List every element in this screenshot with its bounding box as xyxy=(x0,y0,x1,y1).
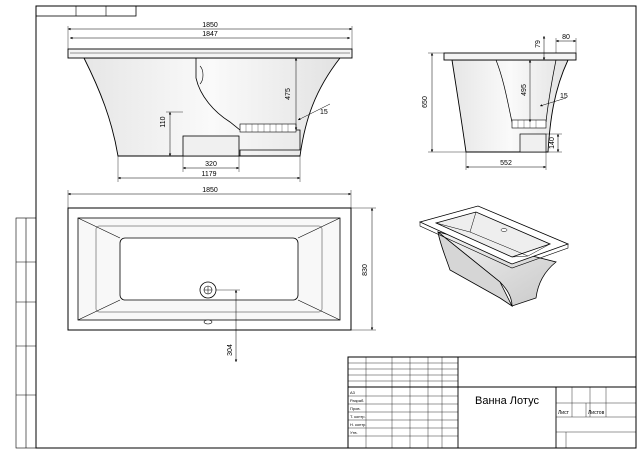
dim-side-angle-15: 15 xyxy=(560,93,568,100)
side-view-rim xyxy=(443,52,577,61)
title-block xyxy=(347,356,637,449)
dim-side-depth-495: 495 xyxy=(521,84,528,96)
dim-front-inner-width: 1847 xyxy=(202,31,218,38)
drawing-title: Ванна Лотус xyxy=(475,395,539,407)
title-row-approved: Утв. xyxy=(350,430,358,435)
title-row-developer: Разраб. xyxy=(350,398,364,403)
iso-body-front xyxy=(437,231,557,307)
dim-side-base-140: 140 xyxy=(549,137,556,149)
dim-side-rim-79: 79 xyxy=(535,40,542,48)
dim-front-height-475: 475 xyxy=(285,88,292,100)
title-row-norm-control: Н. контр. xyxy=(350,422,367,427)
dim-front-angle-15: 15 xyxy=(320,109,328,116)
top-view: 1850 830 304 xyxy=(67,187,376,362)
dim-top-length: 1850 xyxy=(202,187,218,194)
sheet-label: Лист xyxy=(558,410,570,416)
front-view-cut xyxy=(195,58,301,156)
format-label: А3 xyxy=(350,390,356,395)
dim-front-height-110: 110 xyxy=(160,116,167,127)
corner-stamp-box xyxy=(35,5,137,17)
side-view: 79 80 650 495 15 140 552 xyxy=(422,34,577,170)
dim-side-height-650: 650 xyxy=(422,96,429,108)
isometric-view xyxy=(418,205,570,308)
title-row-checker: Пров. xyxy=(350,406,361,411)
front-view-rim xyxy=(67,48,353,59)
front-view-foot xyxy=(182,135,240,157)
dim-side-base-552: 552 xyxy=(500,160,512,167)
top-view-basin xyxy=(119,237,299,301)
overflow-icon xyxy=(203,319,213,325)
dim-front-base-1179: 1179 xyxy=(201,171,216,178)
dim-front-base-320: 320 xyxy=(205,161,217,168)
dim-top-width: 830 xyxy=(362,264,369,276)
title-row-tech-control: Т. контр. xyxy=(350,414,366,419)
front-view: 1850 1847 475 15 110 320 1179 xyxy=(67,22,353,182)
sheets-label: Листов xyxy=(588,410,605,416)
dim-front-overall-width: 1850 xyxy=(202,22,218,29)
left-margin-strip xyxy=(15,217,37,449)
dim-side-rim-80: 80 xyxy=(562,34,570,41)
dim-top-drain-offset: 304 xyxy=(227,344,234,356)
